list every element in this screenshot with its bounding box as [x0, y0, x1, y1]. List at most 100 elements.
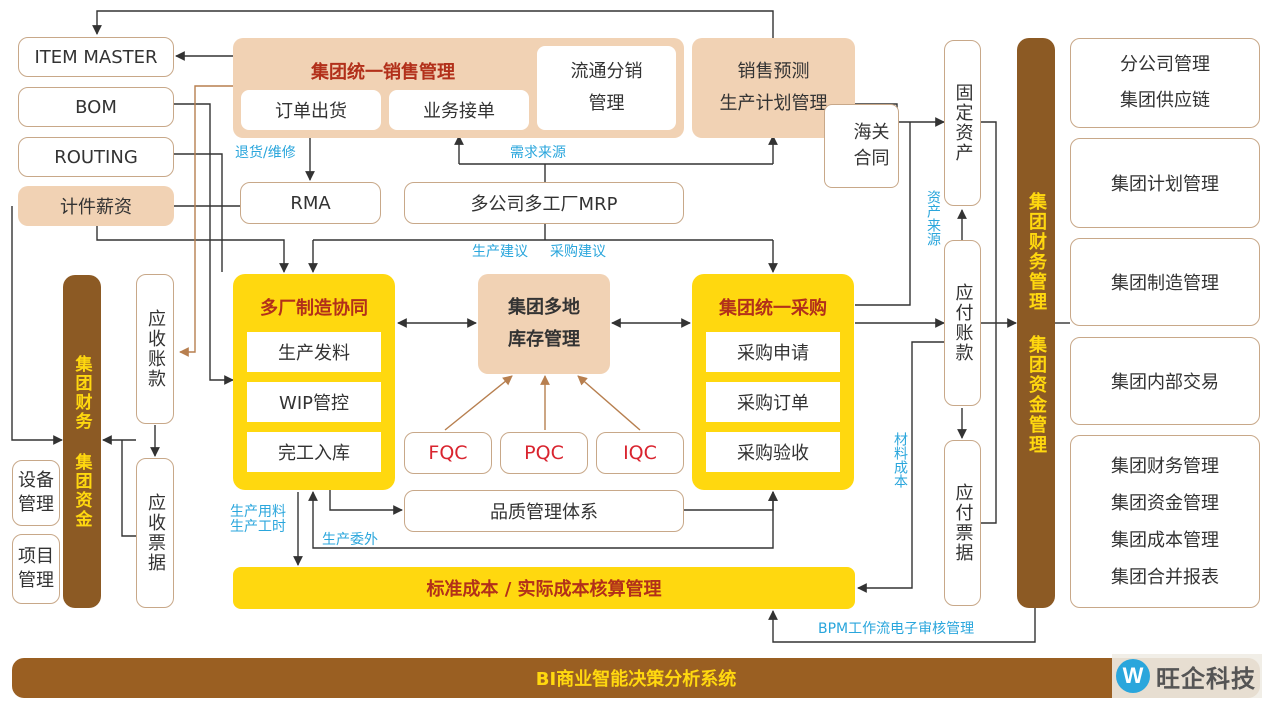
distribution-line1: 流通分销	[570, 61, 643, 82]
prod-hours-label: 生产工时	[230, 519, 286, 535]
left-finance-bar: 集团财务 集团资金	[63, 275, 101, 608]
right-panel-box: 集团制造管理	[1070, 238, 1260, 326]
right-panel-box: 集团财务管理 集团资金管理 集团成本管理 集团合并报表	[1070, 435, 1260, 608]
piece-pay-label: 计件薪资	[60, 197, 132, 218]
rma-box: RMA	[240, 182, 381, 224]
routing-box: ROUTING	[18, 137, 174, 177]
quality-box: 品质管理体系	[404, 490, 684, 532]
iqc-label: IQC	[623, 442, 657, 464]
purchase-advice-label: 采购建议	[550, 244, 606, 260]
mfg-item-label: WIP管控	[279, 393, 349, 414]
demand-source-label: 需求来源	[510, 145, 566, 161]
left-finance-label: 集团财务 集团资金	[71, 354, 92, 529]
mfg-item: WIP管控	[247, 382, 381, 422]
right-panel-line: 分公司管理	[1120, 54, 1210, 75]
cost-bar: 标准成本 / 实际成本核算管理	[233, 567, 855, 609]
right-panel-box: 集团内部交易	[1070, 337, 1260, 425]
right-panel-line: 集团合并报表	[1111, 566, 1219, 588]
purchase-item-label: 采购申请	[737, 343, 809, 364]
cost-label: 标准成本 / 实际成本核算管理	[426, 579, 662, 600]
bom-label: BOM	[75, 96, 117, 118]
forecast-line2: 生产计划管理	[719, 93, 828, 114]
purchase-item: 采购订单	[706, 382, 840, 422]
fqc-label: FQC	[428, 442, 468, 464]
purchase-block: 集团统一采购 采购申请 采购订单 采购验收	[692, 274, 854, 490]
inventory-line2: 库存管理	[508, 329, 580, 350]
bpm-label: BPM工作流电子审核管理	[818, 621, 975, 637]
mrp-box: 多公司多工厂MRP	[404, 182, 684, 224]
sales-title: 集团统一销售管理	[311, 62, 455, 83]
company-logo: W 旺企科技	[1112, 654, 1262, 698]
customs-line2: 合同	[853, 148, 890, 169]
asset-source-label: 资产来源	[925, 190, 941, 246]
receivable-notes-box: 应收票据	[136, 458, 174, 608]
right-finance-bar: 集团财务管理 集团资金管理	[1017, 38, 1055, 608]
customs-box: 海关 合同	[824, 104, 899, 188]
business-order-box: 业务接单	[389, 90, 529, 130]
equipment-box: 设备管理	[12, 460, 60, 526]
payable-label: 应付账款	[952, 283, 974, 363]
pqc-label: PQC	[524, 442, 564, 464]
distribution-box: 流通分销 管理	[537, 46, 676, 130]
bom-box: BOM	[18, 87, 174, 127]
payable-box: 应付账款	[944, 240, 981, 406]
right-panel-line: 集团资金管理	[1111, 492, 1219, 514]
outsourcing-label: 生产委外	[322, 532, 378, 548]
logo-text: 旺企科技	[1156, 664, 1256, 693]
inventory-line1: 集团多地	[508, 297, 580, 318]
project-label: 项目管理	[18, 546, 54, 591]
quality-label: 品质管理体系	[490, 502, 598, 523]
bi-bar: BI商业智能决策分析系统	[12, 658, 1260, 698]
mfg-block: 多厂制造协同 生产发料 WIP管控 完工入库	[233, 274, 395, 490]
payable-notes-box: 应付票据	[944, 440, 981, 606]
receivable-box: 应收账款	[136, 274, 174, 424]
fqc-box: FQC	[404, 432, 492, 474]
iqc-box: IQC	[596, 432, 684, 474]
mfg-item-label: 生产发料	[278, 343, 350, 364]
mfg-item: 生产发料	[247, 332, 381, 372]
right-finance-label: 集团财务管理 集团资金管理	[1026, 191, 1047, 455]
customs-line1: 海关	[853, 122, 890, 143]
purchase-item: 采购验收	[706, 432, 840, 472]
payable-notes-label: 应付票据	[952, 483, 974, 563]
forecast-line1: 销售预测	[737, 61, 810, 82]
fixed-assets-box: 固定资产	[944, 40, 981, 206]
logo-w-icon: W	[1116, 659, 1150, 693]
prod-material-label: 生产用料	[230, 504, 286, 520]
right-panel-line: 集团内部交易	[1111, 372, 1219, 393]
order-delivery-box: 订单出货	[241, 90, 381, 130]
purchase-title: 集团统一采购	[719, 298, 827, 319]
distribution-line2: 管理	[588, 93, 625, 114]
pqc-box: PQC	[500, 432, 588, 474]
sales-block: 集团统一销售管理 订单出货 业务接单 流通分销 管理	[233, 38, 684, 138]
item-master-box: ITEM MASTER	[18, 37, 174, 77]
routing-label: ROUTING	[54, 146, 138, 168]
material-cost-label: 材料成本	[892, 432, 908, 488]
right-panel-line: 集团供应链	[1120, 90, 1210, 111]
production-advice-label: 生产建议	[472, 244, 528, 260]
right-panel-line: 集团计划管理	[1111, 174, 1219, 195]
purchase-item-label: 采购验收	[737, 443, 809, 464]
receivable-label: 应收账款	[145, 309, 166, 389]
mrp-label: 多公司多工厂MRP	[470, 194, 618, 215]
mfg-item-label: 完工入库	[278, 443, 350, 464]
receivable-notes-label: 应收票据	[145, 493, 166, 573]
purchase-item: 采购申请	[706, 332, 840, 372]
rma-label: RMA	[290, 192, 331, 214]
fixed-assets-label: 固定资产	[952, 83, 974, 163]
right-panel-box: 分公司管理 集团供应链	[1070, 38, 1260, 128]
right-panel-line: 集团成本管理	[1111, 529, 1219, 551]
project-box: 项目管理	[12, 534, 60, 604]
mfg-item: 完工入库	[247, 432, 381, 472]
piece-pay-box: 计件薪资	[18, 186, 174, 226]
equipment-label: 设备管理	[18, 470, 54, 515]
purchase-item-label: 采购订单	[737, 393, 809, 414]
bi-label: BI商业智能决策分析系统	[535, 669, 737, 690]
return-repair-label: 退货/维修	[235, 145, 296, 161]
right-panel-line: 集团财务管理	[1111, 455, 1219, 477]
business-order-label: 业务接单	[423, 101, 495, 122]
order-delivery-label: 订单出货	[275, 101, 347, 122]
mfg-title: 多厂制造协同	[260, 298, 368, 319]
item-master-label: ITEM MASTER	[34, 46, 158, 68]
